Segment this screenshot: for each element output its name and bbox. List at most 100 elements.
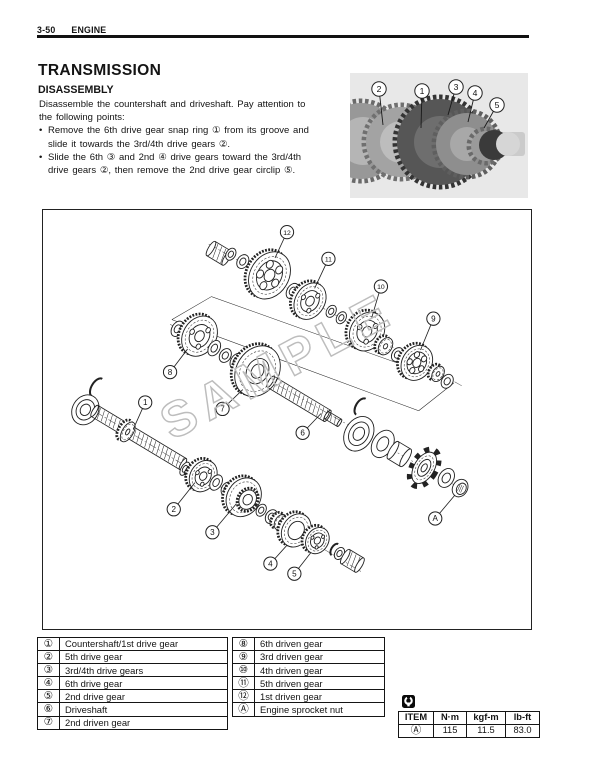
- bullet-line: slide it towards the 3rd/4th drive gears…: [48, 138, 231, 150]
- gear: [373, 334, 394, 356]
- transmission-photo: 2 1 34 5: [350, 73, 528, 198]
- callout-12: 12: [274, 224, 295, 259]
- part-number: ⑧: [232, 636, 255, 652]
- callout-3: 3: [205, 503, 237, 540]
- svg-text:A: A: [433, 514, 439, 523]
- svg-text:2: 2: [171, 505, 176, 514]
- torque-header: N·m: [433, 711, 467, 725]
- callout-1: 1: [132, 395, 153, 430]
- callout-5: 5: [287, 552, 312, 581]
- intro-line: the following points:: [39, 112, 125, 124]
- svg-text:5: 5: [495, 100, 500, 110]
- part-number: ①: [37, 636, 60, 652]
- washer: [225, 247, 237, 261]
- svg-text:3: 3: [454, 82, 459, 92]
- bullet-line: Slide the 6th ③ and 2nd ④ drive gears to…: [48, 151, 302, 163]
- bullet-line: drive gears ②, then remove the 2nd drive…: [48, 165, 296, 177]
- gear: [396, 341, 434, 381]
- callout-2: 2: [371, 81, 387, 126]
- part-number: ③: [37, 663, 60, 678]
- callout-9: 9: [420, 311, 441, 351]
- snap-ring: [353, 397, 367, 416]
- svg-text:8: 8: [168, 368, 173, 377]
- intro-line: Disassemble the countershaft and drivesh…: [39, 99, 306, 110]
- washer: [218, 348, 232, 363]
- gear: [221, 474, 262, 518]
- torque-lbft: 83.0: [505, 723, 540, 738]
- gear: [115, 418, 136, 443]
- torque-nm: 115: [433, 723, 467, 738]
- header-rule: [37, 35, 529, 38]
- part-label: 6th drive gear: [59, 676, 228, 691]
- sprocket-nut: [451, 478, 469, 498]
- torque-table: ITEM N·m kgf-m lb-ft Ⓐ 115 11.5 83.0: [398, 711, 540, 738]
- torque-header: lb-ft: [505, 711, 540, 725]
- washer: [437, 468, 455, 488]
- callout-4: 4: [467, 85, 483, 123]
- torque-item: Ⓐ: [398, 723, 434, 738]
- part-number: ②: [37, 650, 60, 665]
- part-label: 1st driven gear: [254, 689, 385, 704]
- gear: [426, 362, 445, 383]
- bullet-line: Remove the 6th drive gear snap ring ① fr…: [48, 125, 309, 137]
- snap-ring: [329, 542, 339, 556]
- svg-text:10: 10: [377, 284, 385, 291]
- callout-1: 1: [414, 83, 430, 129]
- part-label: 5th drive gear: [59, 650, 228, 665]
- gear: [176, 312, 218, 357]
- callout-11: 11: [314, 251, 336, 289]
- part-label: 3rd driven gear: [254, 650, 385, 665]
- svg-text:12: 12: [283, 230, 291, 237]
- part-number: ⑤: [37, 689, 60, 704]
- svg-text:7: 7: [220, 405, 225, 414]
- callout-4: 4: [263, 544, 288, 571]
- part-label: Countershaft/1st drive gear: [59, 636, 228, 652]
- body-text: Disassemble the countershaft and drivesh…: [39, 98, 355, 177]
- callout-7: 7: [215, 389, 244, 417]
- driveshaft-tip: [323, 411, 343, 427]
- part-number: ⑩: [232, 663, 255, 678]
- page-number: 3-50: [37, 25, 56, 35]
- bullet-marker: •: [39, 125, 43, 137]
- svg-text:2: 2: [377, 84, 382, 94]
- washer: [236, 254, 250, 269]
- svg-text:1: 1: [420, 86, 425, 96]
- part-label: 6th driven gear: [254, 636, 385, 652]
- gear: [243, 248, 291, 300]
- svg-text:11: 11: [325, 257, 332, 264]
- svg-text:9: 9: [431, 314, 436, 323]
- spacer: [386, 440, 413, 468]
- callout-6: 6: [295, 413, 322, 440]
- callout-A: A: [428, 495, 455, 526]
- gear: [289, 279, 327, 320]
- svg-text:5: 5: [292, 569, 297, 578]
- bearing: [71, 394, 100, 426]
- gear: [300, 523, 330, 555]
- part-label: Engine sprocket nut: [254, 702, 385, 717]
- callout-2: 2: [166, 482, 196, 517]
- torque-kgfm: 11.5: [466, 723, 506, 738]
- washer: [325, 304, 337, 318]
- part-number: ⑨: [232, 650, 255, 665]
- torque-header: ITEM: [398, 711, 434, 725]
- part-label: 2nd driven gear: [59, 715, 228, 730]
- snap-ring: [88, 377, 103, 398]
- page-subtitle: DISASSEMBLY: [38, 84, 114, 96]
- part-label: 4th driven gear: [254, 663, 385, 678]
- page-title: TRANSMISSION: [38, 62, 162, 79]
